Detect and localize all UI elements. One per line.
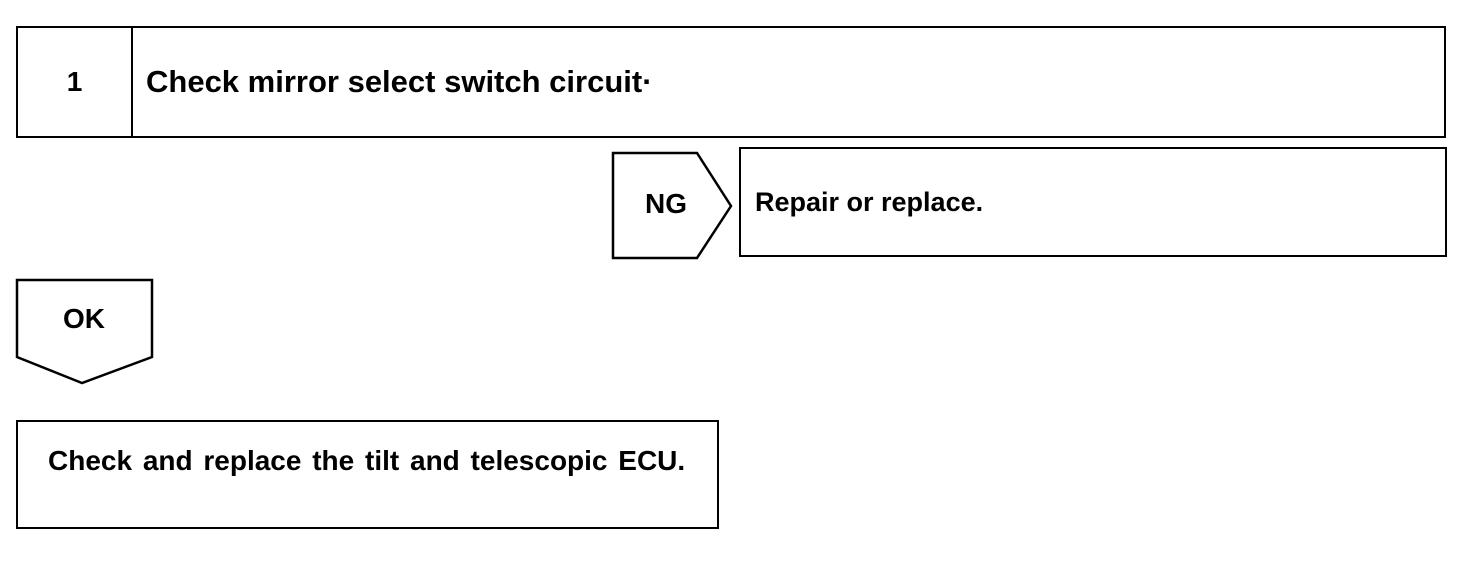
ok-action-box: Check and replace the tilt and telescopi… [16, 420, 719, 529]
step-divider [131, 28, 133, 136]
step-number: 1 [66, 66, 83, 97]
ng-arrow-tag [611, 151, 733, 260]
ok-action-text: Check and replace the tilt and telescopi… [48, 445, 686, 476]
ng-action-box: Repair or replace. [739, 147, 1447, 257]
ng-action-text: Repair or replace. [755, 186, 984, 217]
ng-label: NG [645, 188, 687, 219]
ok-label: OK [63, 303, 105, 334]
ok-arrow-tag [15, 278, 154, 385]
step-title: Check mirror select switch circuit· [146, 64, 653, 99]
step-box: 1 Check mirror select switch circuit· [16, 26, 1446, 138]
